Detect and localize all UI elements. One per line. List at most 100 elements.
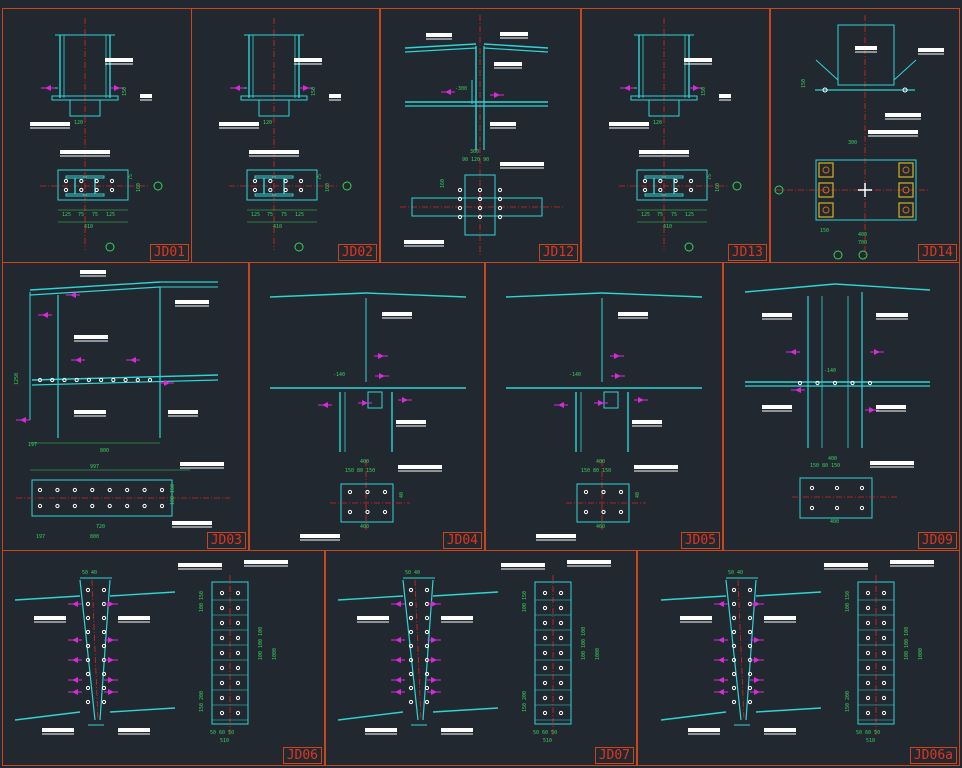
detail-panel-jd06[interactable]: JD06 [2,550,325,766]
axis-bubble [105,242,115,252]
annotation-label [74,335,108,339]
dimension-text: 400 [360,524,369,530]
annotation-label [74,410,106,414]
dimension-text: 125 [641,212,650,218]
dimension-text: 75 [671,212,677,218]
dimension-text: 100 100 100 [258,627,264,660]
annotation-label [868,130,918,134]
detail-panel-jd05[interactable]: JD05 [485,262,723,551]
annotation-label [396,420,426,424]
detail-label-jd09: JD09 [917,532,957,549]
annotation-label [118,616,150,620]
axis-bubble [342,181,352,191]
dimension-text: -140 [824,368,836,374]
dimension-text: 1250 [14,373,20,385]
dimension-text: 150 [311,87,317,96]
dimension-text: 800 [100,448,109,454]
detail-panel-jd14[interactable]: JD14 [770,8,960,263]
detail-panel-jd06a[interactable]: JD06a [637,550,960,766]
annotation-label [885,113,921,117]
dimension-text: 150 80 150 [345,468,375,474]
detail-label-jd01: JD01 [149,244,189,261]
dimension-text: -140 [333,372,345,378]
dimension-text: 1000 [595,648,601,660]
detail-panel-jd07[interactable]: JD07 [325,550,637,766]
dimension-text: 100 100 100 [581,627,587,660]
annotation-label [382,312,412,316]
dimension-text: 300 [470,149,479,155]
annotation-label [168,410,198,414]
detail-panel-jd13[interactable]: JD13 [581,8,770,263]
annotation-label [762,313,792,317]
annotation-label [365,728,397,732]
dimension-text: 1000 [918,648,924,660]
dimension-text: 510 [220,738,229,744]
annotation-label [918,48,944,52]
dimension-text: -300 [455,86,467,92]
annotation-label [684,58,712,62]
axis-bubble [858,250,868,260]
dimension-text: 160 [440,179,446,188]
annotation-label [536,534,576,538]
axis-bubble [732,181,742,191]
annotation-label [688,728,720,732]
detail-label-jd04: JD04 [442,532,482,549]
annotation-label [441,616,473,620]
dimension-text: 75 [128,174,134,180]
detail-panel-jd12[interactable]: JD12 [380,8,581,263]
dimension-text: 510 [543,738,552,744]
dimension-text: 100 150 [845,591,851,612]
dimension-text: 100 100 100 [904,627,910,660]
annotation-label [501,563,545,567]
dimension-text: 150 200 [845,691,851,712]
detail-panel-jd03[interactable]: JD03 [2,262,249,551]
annotation-label [329,94,341,98]
detail-panel-jd02[interactable]: JD02 [191,8,380,263]
annotation-label [42,728,74,732]
annotation-label [398,465,442,469]
detail-label-jd06: JD06 [282,747,322,764]
dimension-text: 400 [828,456,837,462]
annotation-label [500,32,528,36]
detail-panel-jd04[interactable]: JD04 [249,262,485,551]
annotation-label [300,534,340,538]
axis-bubble [294,242,304,252]
annotation-label [494,62,522,66]
annotation-label [105,58,133,62]
axis-bubble [833,250,843,260]
annotation-label [30,122,70,126]
dimension-text: 125 [106,212,115,218]
detail-panel-jd09[interactable]: JD09 [723,262,960,551]
dimension-text: 400 [360,459,369,465]
dimension-text: 90 120 90 [462,157,489,163]
dimension-text: 75 [657,212,663,218]
dimension-text: 50 60 50 [856,730,880,736]
dimension-text: 125 [295,212,304,218]
dimension-text: 197 [36,534,45,540]
dimension-text: 997 [90,464,99,470]
annotation-label [357,616,389,620]
detail-label-jd07: JD07 [594,747,634,764]
detail-panel-jd01[interactable]: JD01 [2,8,192,263]
dimension-text: 100 150 [199,591,205,612]
dimension-text: 75 [267,212,273,218]
dimension-text: 150 [820,228,829,234]
dimension-text: 160 [136,183,142,192]
annotation-label [890,560,934,564]
dimension-text: 510 [866,738,875,744]
annotation-label [294,58,322,62]
annotation-label [404,240,444,244]
dimension-text: 75 [317,174,323,180]
dimension-text: 150 [801,79,807,88]
annotation-label [719,94,731,98]
dimension-text: 120 [74,120,83,126]
dimension-text: -140 [569,372,581,378]
